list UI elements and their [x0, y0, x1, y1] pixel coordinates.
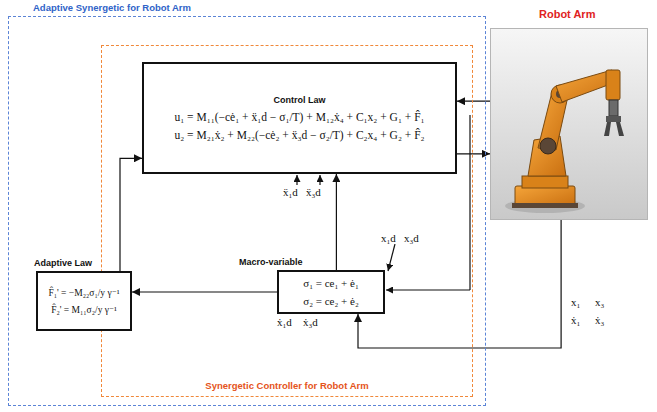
robot-arm-box: Robot Arm — [490, 28, 648, 220]
signal-name: x₃ — [594, 296, 605, 308]
equation-text: F̂₂' = M₁₁σ₂/y γ⁻¹ — [51, 304, 117, 315]
control-law-box: Control Law u₁ = M₁₁(−cė₁ + ẍ₁d − σ₁/T) +… — [142, 62, 457, 174]
signal-name: ẍ₁d — [282, 186, 299, 198]
signal-name: ẋ₃ — [594, 314, 605, 326]
equation-text: σ₁ = ce₁ + ė₁ — [303, 277, 359, 289]
signal-name: ẋ₁ — [570, 314, 581, 326]
input-arrow — [386, 289, 470, 290]
box-heading: Control Law — [274, 95, 326, 105]
signal-name: x₃d — [403, 232, 420, 244]
box-heading: Adaptive Law — [34, 258, 92, 268]
equation-text: σ₂ = ce₂ + ė₂ — [303, 295, 359, 307]
signal-arrow — [132, 291, 277, 292]
robot-picture — [491, 29, 647, 219]
adaptive-law-box: Adaptive LawF̂₁' = −M₂₂σ₁/y γ⁻¹F̂₂' = M₁… — [36, 271, 132, 331]
input-arrow — [388, 244, 395, 271]
signal-name: x₁d — [380, 232, 397, 244]
signal-name: x₁ — [570, 296, 581, 308]
outer-region: Control Law u₁ = M₁₁(−cė₁ + ẍ₁d − σ₁/T) +… — [8, 16, 486, 406]
signal-name: ẍ₃d — [305, 186, 322, 198]
input-arrow — [319, 175, 320, 185]
macro-variable-box: Macro-variableσ₁ = ce₁ + ė₁σ₂ = ce₂ + ė₂ — [277, 270, 385, 314]
equation-text: u₁ = M₁₁(−cė₁ + ẍ₁d − σ₁/T) + M₁₂ẋ₄ + C₁… — [174, 111, 424, 123]
equation-text: u₂ = M₂₁ẋ₂ + M₂₂(−cė₂ + ẍ₃d − σ₂/T) + C₂… — [174, 129, 424, 141]
feedback-wire — [469, 115, 470, 290]
input-arrow — [296, 175, 297, 185]
region-title: Adaptive Synergetic for Robot Arm — [33, 2, 191, 13]
region-title: Robot Arm — [539, 8, 595, 20]
signal-name: ẋ₁d — [276, 316, 293, 328]
signal-name: ẋ₃d — [302, 316, 319, 328]
signal-arrow — [120, 158, 142, 271]
equation-text: F̂₁' = −M₂₂σ₁/y γ⁻¹ — [48, 287, 119, 298]
signal-arrow — [358, 220, 561, 348]
box-heading: Macro-variable — [239, 257, 303, 267]
inner-region: Control Law u₁ = M₁₁(−cė₁ + ẍ₁d − σ₁/T) +… — [101, 45, 473, 397]
region-title: Synergetic Controller for Robot Arm — [102, 380, 472, 391]
signal-arrow — [336, 174, 337, 270]
